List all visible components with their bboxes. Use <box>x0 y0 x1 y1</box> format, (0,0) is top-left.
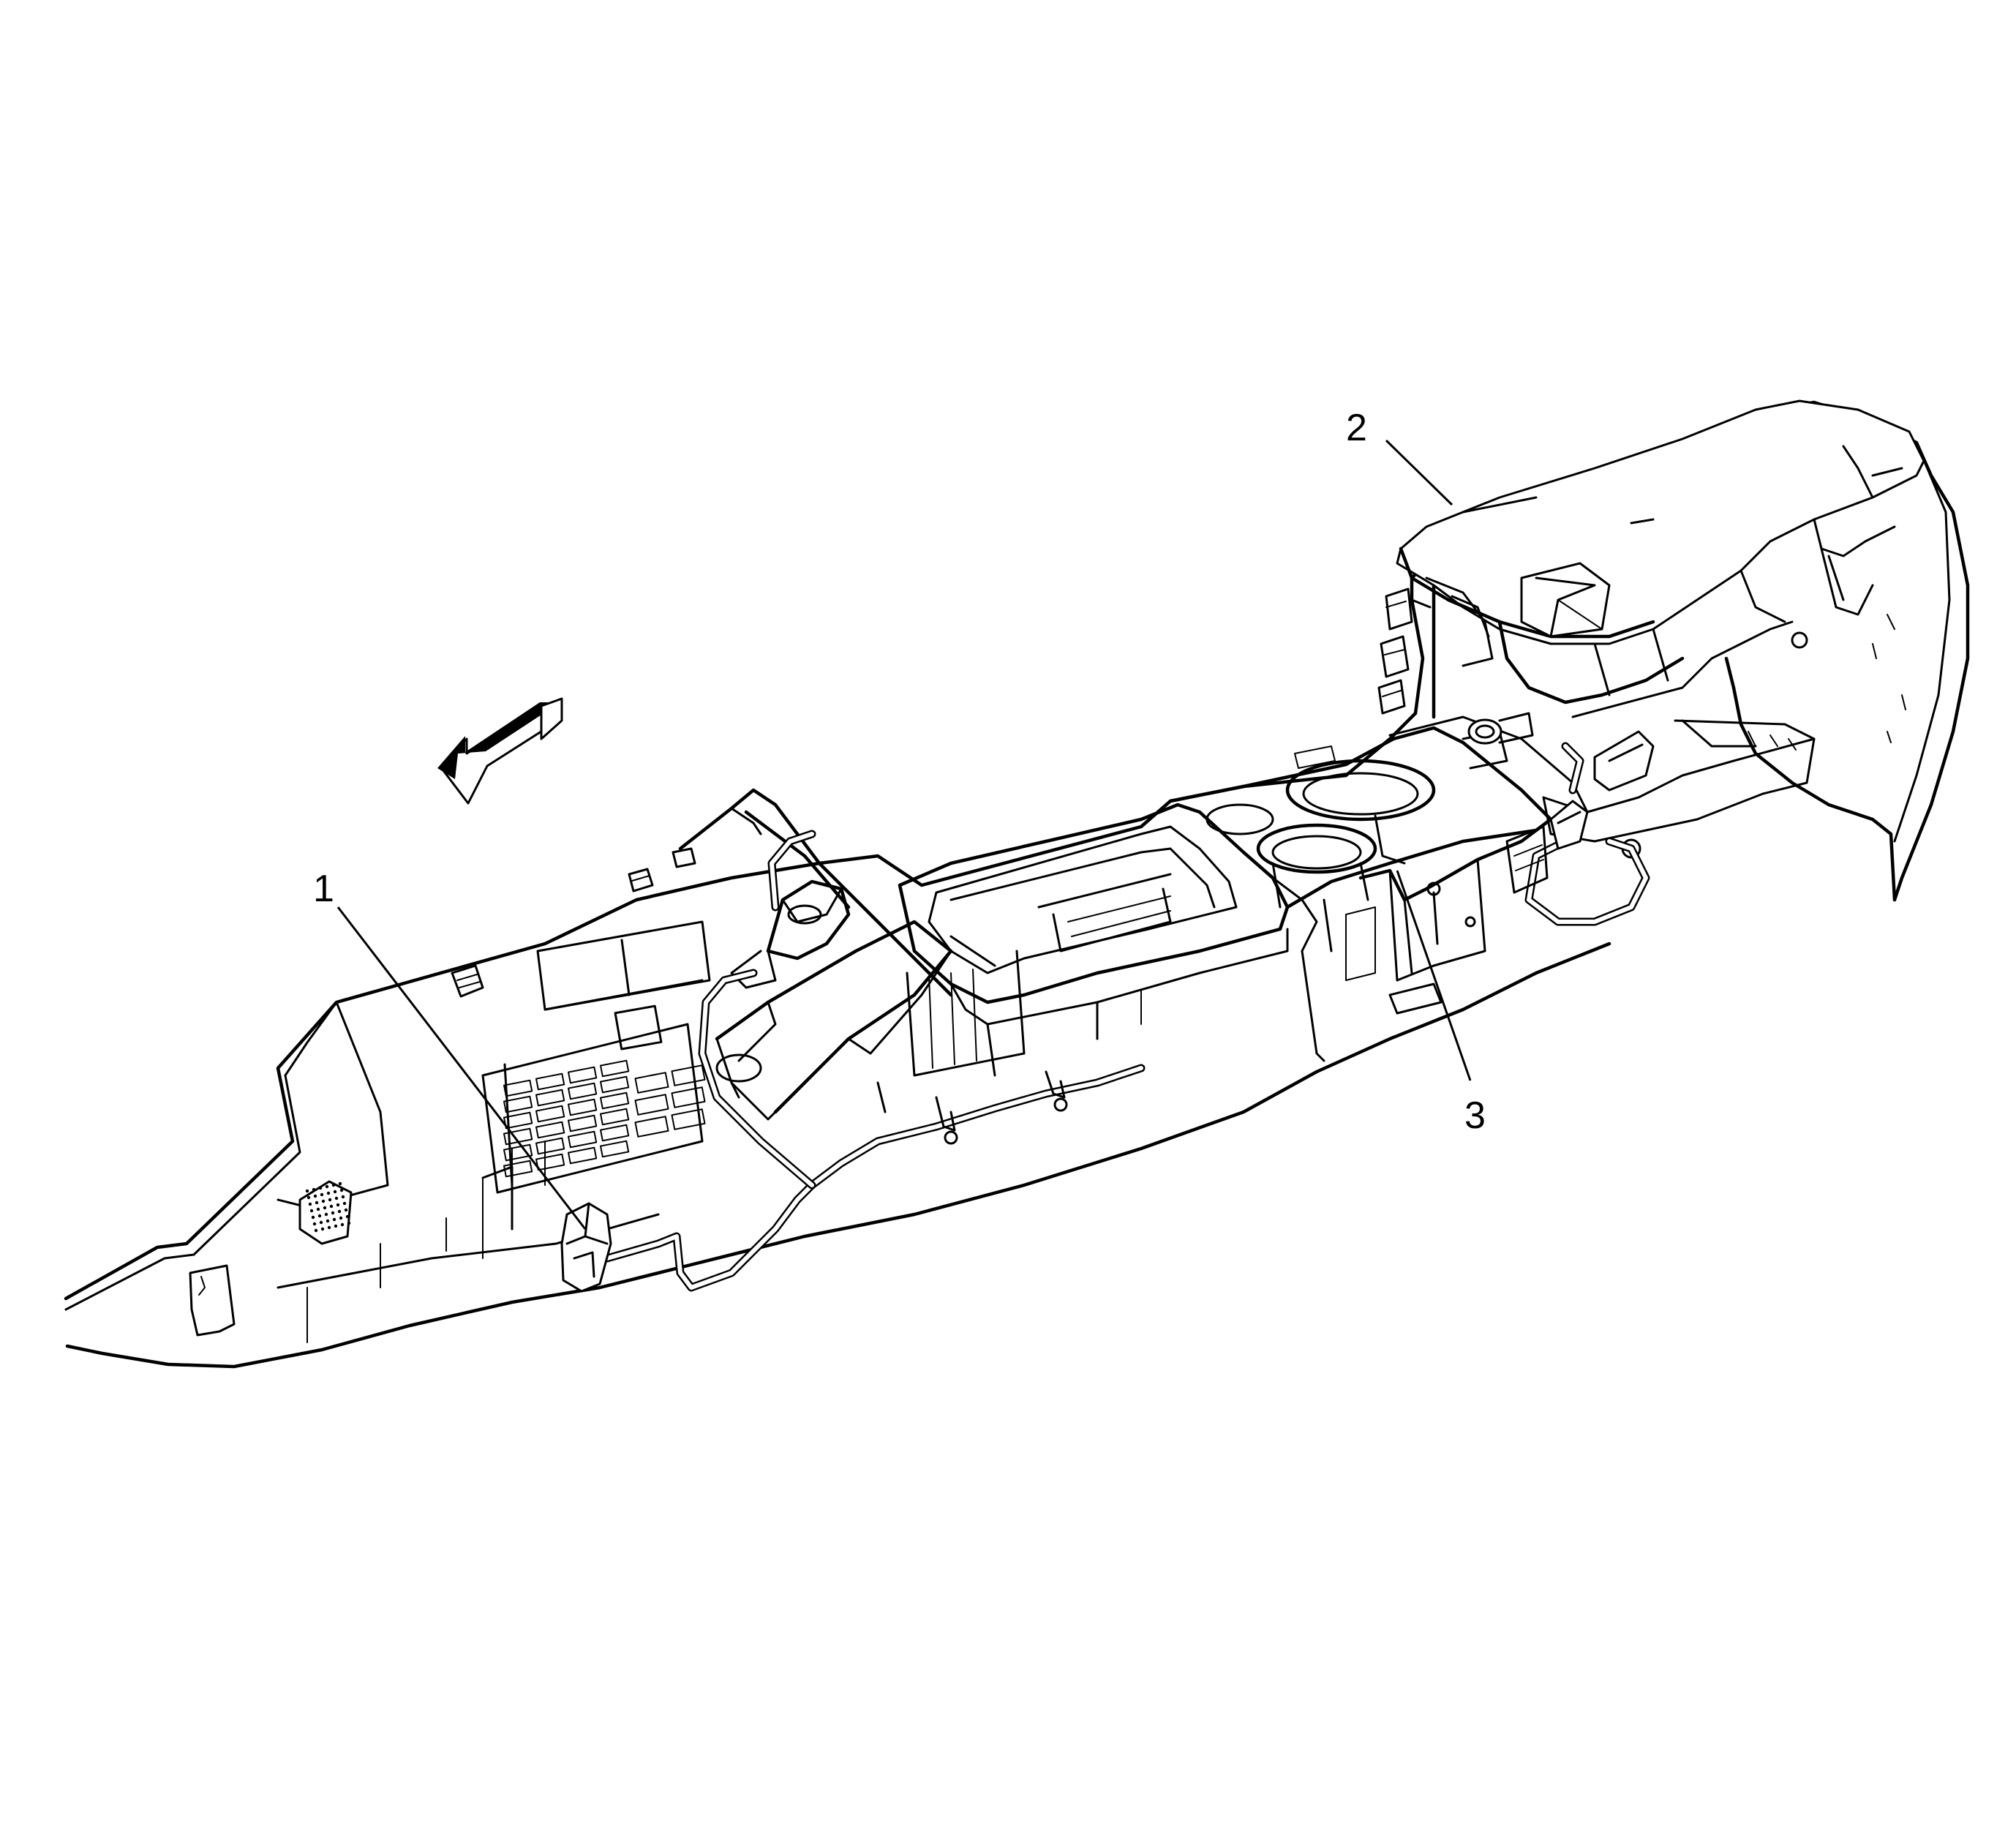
mesh-dot <box>313 1194 317 1198</box>
console-body-outline <box>64 711 1611 1369</box>
mesh-dot <box>341 1195 345 1199</box>
callout-labels: 1 2 3 <box>313 407 1486 1137</box>
switch-blank <box>567 1130 598 1149</box>
mesh-dot <box>318 1186 323 1190</box>
mesh-dot <box>320 1192 324 1197</box>
switch-blank <box>535 1137 565 1155</box>
mesh-dot <box>345 1214 350 1219</box>
mesh-dot <box>312 1222 317 1226</box>
mesh-dot <box>317 1214 322 1218</box>
mesh-dot <box>332 1217 336 1222</box>
mesh-dot <box>344 1208 348 1212</box>
switch-blank <box>599 1059 630 1078</box>
switch-blank <box>535 1105 565 1123</box>
front-switch-panel <box>481 920 711 1194</box>
mesh-dot <box>338 1181 342 1186</box>
armrest-lid <box>1377 399 1925 715</box>
mesh-dot <box>334 1196 339 1201</box>
harness-connector <box>560 1202 612 1293</box>
switch-blank <box>503 1079 533 1097</box>
switch-blank <box>535 1089 565 1107</box>
switch-blank <box>671 1086 706 1108</box>
mesh-dot <box>336 1203 340 1207</box>
mesh-dot <box>342 1201 347 1206</box>
cupholder-module <box>1168 726 1553 1062</box>
mesh-dot <box>334 1224 338 1228</box>
callout-leaders <box>336 439 1472 1230</box>
switch-blank <box>567 1146 598 1165</box>
switch-blank <box>634 1094 669 1116</box>
mesh-dot <box>347 1221 351 1225</box>
mesh-dot <box>324 1212 328 1217</box>
mesh-dot <box>327 1225 331 1230</box>
mesh-dot <box>328 1198 332 1202</box>
mesh-dot <box>320 1227 325 1231</box>
switch-blank <box>535 1072 565 1091</box>
switch-blank <box>599 1075 630 1094</box>
mesh-dot <box>329 1204 334 1209</box>
mesh-dot <box>337 1209 342 1214</box>
mesh-dot <box>311 1215 315 1220</box>
vent-mesh <box>298 1180 353 1245</box>
mesh-dot <box>333 1190 337 1194</box>
switch-blank <box>535 1121 565 1139</box>
switch-blank <box>599 1124 630 1142</box>
callout-1-label: 1 <box>313 868 334 910</box>
power-outlet-connector <box>1467 712 1655 894</box>
switch-blank <box>567 1114 598 1132</box>
callout-2-label: 2 <box>1346 407 1367 449</box>
leader-3 <box>1396 870 1472 1081</box>
mesh-dot <box>314 1228 318 1233</box>
switch-blank <box>503 1143 533 1162</box>
mesh-dot <box>339 1216 343 1220</box>
wiring-harness <box>584 742 1650 1292</box>
mesh-dot <box>305 1189 309 1193</box>
mesh-dot <box>331 1211 335 1215</box>
switch-blank <box>567 1082 598 1100</box>
switch-blank <box>567 1066 598 1084</box>
retainer-clips <box>451 847 696 998</box>
switch-blank <box>671 1108 706 1130</box>
switch-blank <box>634 1116 669 1138</box>
mesh-dot <box>308 1202 312 1206</box>
switch-blank <box>599 1092 630 1110</box>
shifter-assembly <box>678 788 1026 1121</box>
mesh-dot <box>306 1195 311 1200</box>
mesh-dot <box>339 1188 344 1192</box>
mesh-dot <box>340 1222 345 1227</box>
mesh-dot <box>321 1199 326 1203</box>
switch-blank <box>671 1064 706 1086</box>
switch-blank <box>567 1098 598 1116</box>
mesh-dot <box>315 1201 319 1205</box>
switch-blank <box>599 1140 630 1158</box>
mesh-dot <box>326 1219 330 1223</box>
mesh-dot <box>325 1184 329 1189</box>
leader-1 <box>336 906 587 1230</box>
switch-blank <box>503 1095 533 1113</box>
forward-direction-arrow-icon <box>437 697 563 805</box>
mesh-dot <box>312 1187 316 1192</box>
leader-2 <box>1385 439 1453 506</box>
switch-blank <box>634 1072 669 1094</box>
switch-blank <box>599 1108 630 1126</box>
mesh-dot <box>316 1207 320 1211</box>
callout-3-label: 3 <box>1464 1094 1486 1137</box>
mesh-dot <box>309 1209 314 1213</box>
mesh-dot <box>323 1206 327 1210</box>
center-trim-bezel <box>898 803 1318 1077</box>
switch-blank <box>503 1160 533 1178</box>
mesh-dot <box>326 1191 331 1195</box>
mesh-dot <box>331 1183 336 1187</box>
mesh-dot <box>319 1220 323 1225</box>
switch-blank <box>535 1153 565 1171</box>
